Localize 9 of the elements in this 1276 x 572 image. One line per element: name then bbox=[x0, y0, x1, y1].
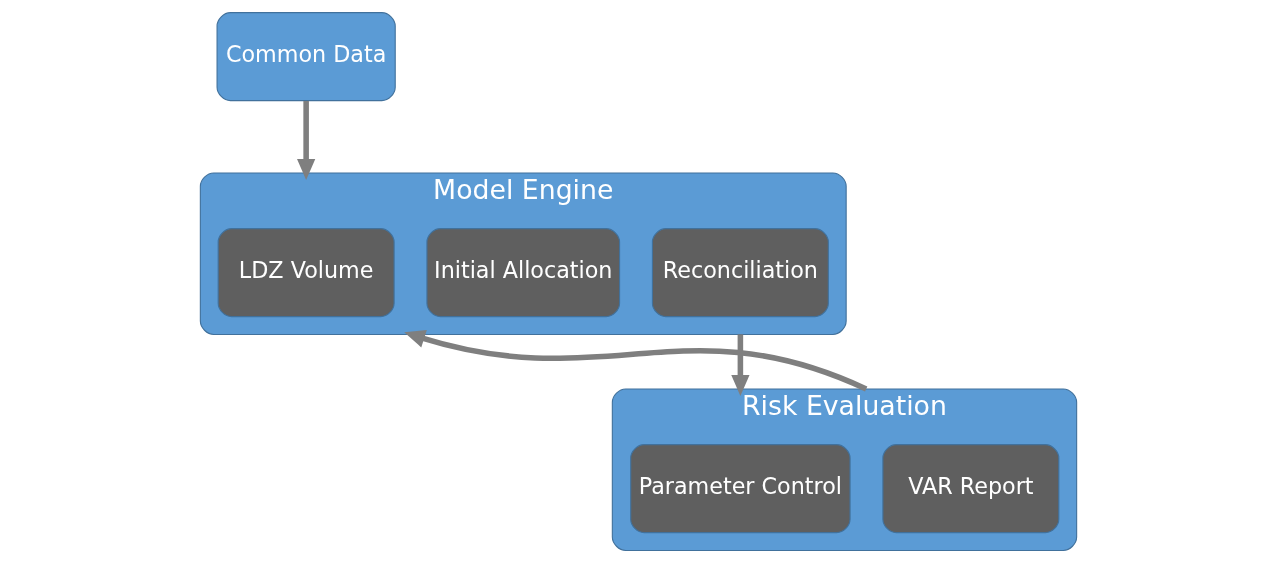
node-box: Reconciliation bbox=[651, 228, 829, 318]
node-box: VAR Report bbox=[881, 444, 1059, 534]
arrow bbox=[296, 101, 315, 180]
node-box: Initial Allocation bbox=[425, 228, 620, 318]
node-box: Parameter Control bbox=[629, 444, 851, 534]
node-box: LDZ Volume bbox=[217, 228, 395, 318]
node-box: Common Data bbox=[216, 12, 396, 102]
arrow bbox=[403, 330, 867, 392]
arrow bbox=[730, 334, 750, 396]
